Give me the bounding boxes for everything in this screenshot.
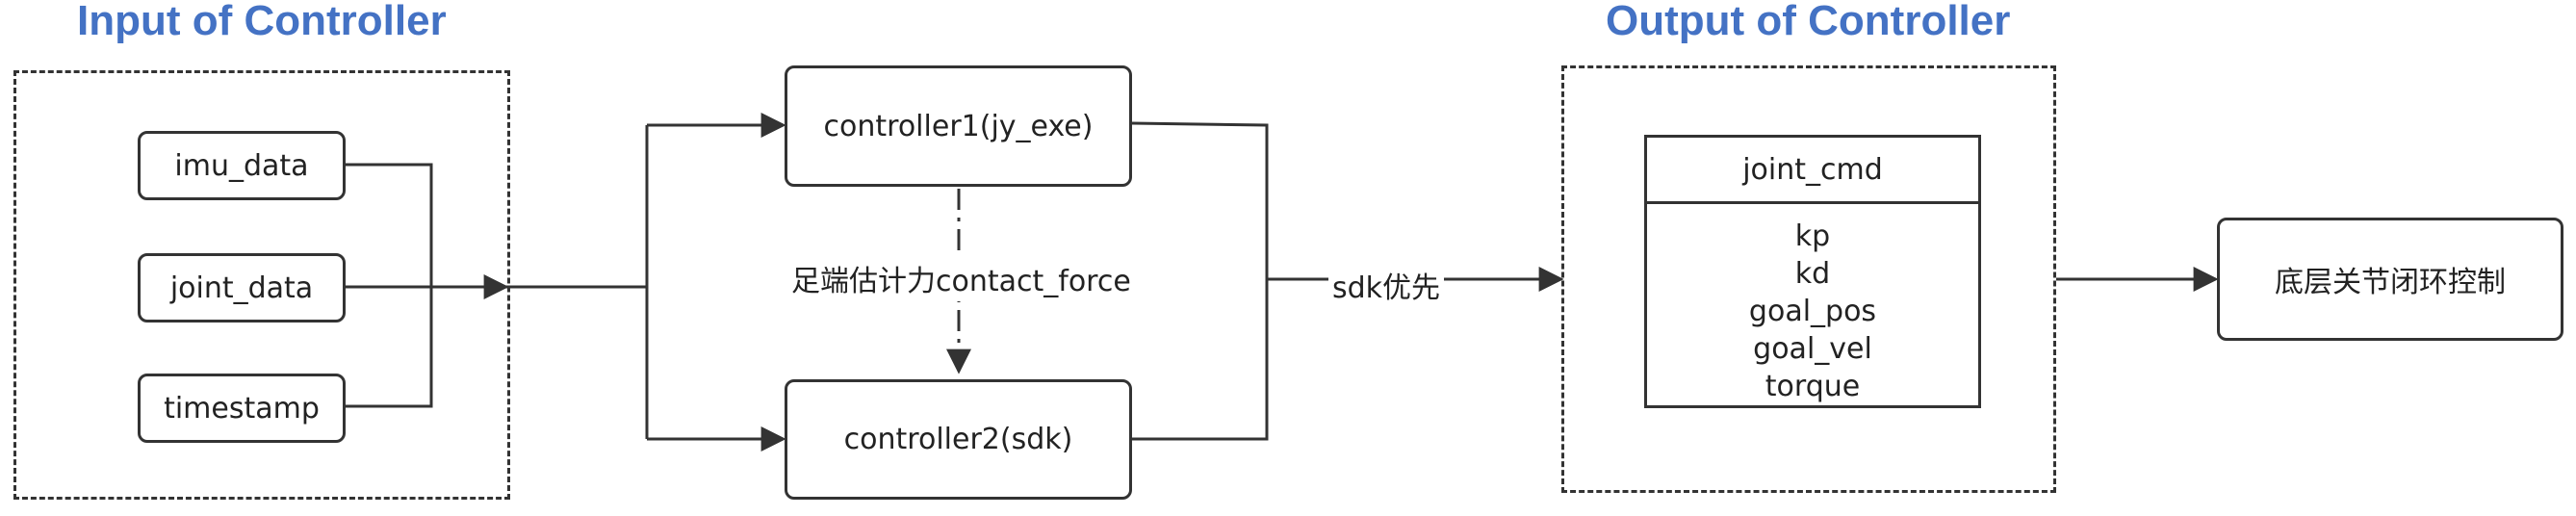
- merge-connector: [1131, 121, 1269, 441]
- sdk-priority-label: sdk优先: [1328, 262, 1445, 308]
- joint-cmd-box: joint_cmd kp kd goal_pos goal_vel torque: [1644, 135, 1981, 408]
- joint-cmd-fields: kp kd goal_pos goal_vel torque: [1647, 204, 1978, 405]
- field-kp: kp: [1794, 219, 1831, 253]
- split-connector: [506, 125, 649, 439]
- joint-data-box: joint_data: [138, 253, 346, 322]
- contact-force-label: 足端估计力contact_force: [787, 255, 1135, 301]
- joint-cmd-header: joint_cmd: [1647, 138, 1978, 204]
- joint-closed-loop-box: 底层关节闭环控制: [2217, 218, 2563, 341]
- controller1-box: controller1(jy_exe): [785, 65, 1132, 187]
- field-kd: kd: [1794, 257, 1831, 291]
- controller2-box: controller2(sdk): [785, 379, 1132, 500]
- field-goal-vel: goal_vel: [1753, 332, 1872, 366]
- imu-data-box: imu_data: [138, 131, 346, 200]
- field-torque: torque: [1765, 370, 1861, 403]
- output-section-title: Output of Controller: [1606, 0, 2011, 44]
- input-section-title: Input of Controller: [77, 0, 447, 44]
- timestamp-box: timestamp: [138, 374, 346, 443]
- field-goal-pos: goal_pos: [1748, 295, 1877, 328]
